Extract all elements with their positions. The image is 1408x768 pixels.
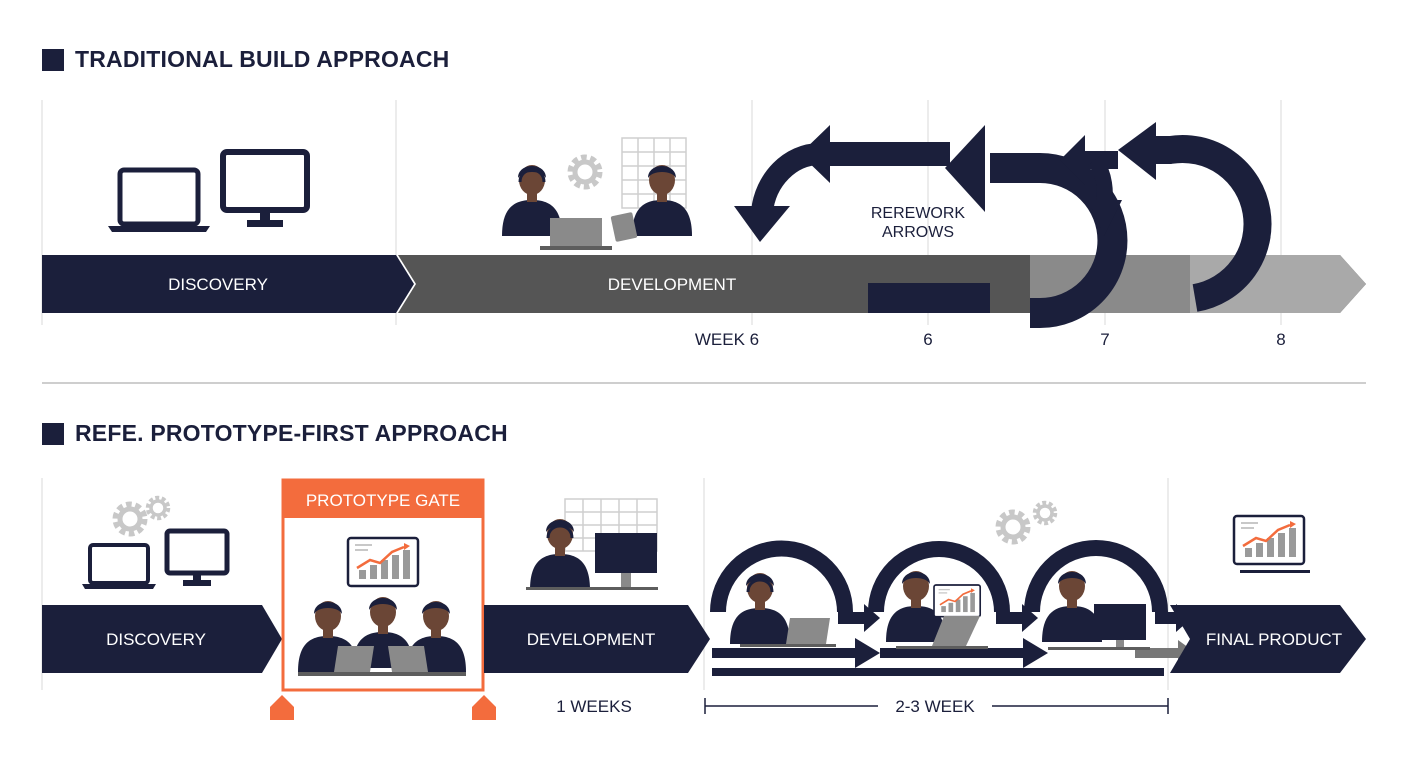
tablet-worker-icon xyxy=(610,165,692,242)
final-product-label: FINAL PRODUCT xyxy=(1206,630,1342,649)
traditional-title-text: TRADITIONAL BUILD APPROACH xyxy=(75,46,450,72)
prototype-title-text: REFE. PROTOTYPE-FIRST APPROACH xyxy=(75,420,508,446)
iteration-duration-bracket xyxy=(704,698,1169,714)
development-duration-label: 1 WEEKS xyxy=(556,697,632,716)
prototype-gate-label: PROTOTYPE GATE xyxy=(306,491,460,510)
trend-chart-icon xyxy=(1232,514,1306,566)
worker-icon xyxy=(886,571,988,649)
title-square-icon xyxy=(42,422,64,445)
prototype-section-title: REFE. PROTOTYPE-FIRST APPROACH xyxy=(42,420,508,447)
title-square-icon xyxy=(42,48,64,71)
traditional-discovery-label: DISCOVERY xyxy=(168,275,268,294)
iteration-duration-label: 2-3 WEEK xyxy=(895,697,975,716)
week-label-2: 6 xyxy=(923,330,932,349)
prototype-development-label: DEVELOPMENT xyxy=(527,630,655,649)
trend-chart-icon xyxy=(346,536,420,588)
gear-icon xyxy=(1000,514,1026,540)
final-product-bar xyxy=(1170,605,1366,673)
iteration-loops xyxy=(710,540,1168,613)
laptop-icon xyxy=(108,167,210,232)
rework-arrow-icon xyxy=(751,134,1272,328)
headset-worker-icon xyxy=(730,573,836,647)
worker-icon xyxy=(1042,571,1150,650)
traditional-development-label: DEVELOPMENT xyxy=(608,275,736,294)
prototype-discovery-bar xyxy=(42,605,282,673)
rework-label-line2: ARROWS xyxy=(882,224,954,241)
desktop-monitor-icon xyxy=(220,149,310,227)
traditional-section-title: TRADITIONAL BUILD APPROACH xyxy=(42,46,449,73)
rework-label-line1: REREWORK xyxy=(871,205,966,222)
gear-icon xyxy=(1036,504,1054,522)
week-label-1: WEEK 6 xyxy=(695,330,759,349)
prototype-discovery-label: DISCOVERY xyxy=(106,630,206,649)
week-label-3: 7 xyxy=(1100,330,1109,349)
gear-icon xyxy=(572,159,598,185)
gear-icon xyxy=(117,506,143,532)
prototype-development-bar xyxy=(484,605,710,673)
iteration-baseline xyxy=(712,668,1164,676)
rework-arrowheads xyxy=(734,122,1156,242)
desktop-monitor-icon xyxy=(164,528,230,586)
week-label-4: 8 xyxy=(1276,330,1285,349)
team-icon xyxy=(298,597,466,676)
headset-worker-icon xyxy=(502,165,612,250)
traditional-discovery-bar xyxy=(42,255,414,313)
laptop-icon xyxy=(82,543,156,589)
headset-worker-icon xyxy=(526,519,658,590)
chart-base-line xyxy=(1240,570,1310,573)
gear-icon xyxy=(149,499,167,517)
